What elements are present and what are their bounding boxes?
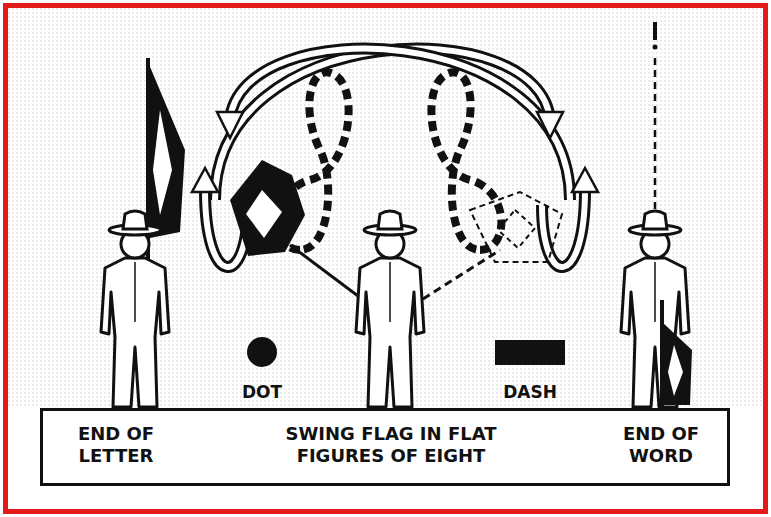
flag: [148, 62, 185, 238]
symbol-label: DOT: [202, 382, 322, 402]
flag-diamond: [498, 210, 535, 248]
symbol-label: DASH: [470, 382, 590, 402]
base-band: END OF LETTER SWING FLAG IN FLAT FIGURES …: [40, 408, 730, 486]
scout-figure: [621, 211, 689, 407]
dash-symbol: [495, 340, 565, 365]
band-text: SWING FLAG IN FLAT FIGURES OF EIGHT: [260, 423, 522, 466]
band-text: END OF LETTER: [60, 423, 172, 466]
dashed-line: [654, 58, 657, 210]
flag: [662, 322, 692, 405]
scout-figure: [101, 211, 169, 407]
dotted-texture: [8, 8, 763, 408]
exclamation-mark: [653, 22, 657, 40]
flag-diamond: [668, 345, 683, 396]
exclamation-mark: [653, 45, 658, 50]
scout-figure: [356, 211, 424, 407]
flag-diamond: [246, 190, 282, 238]
flag-diamond: [153, 110, 172, 215]
flag: [230, 160, 305, 256]
figure-eight-right: [431, 72, 501, 250]
dot-symbol: [247, 337, 277, 367]
flag-outline: [470, 192, 562, 262]
band-text: END OF WORD: [605, 423, 717, 466]
